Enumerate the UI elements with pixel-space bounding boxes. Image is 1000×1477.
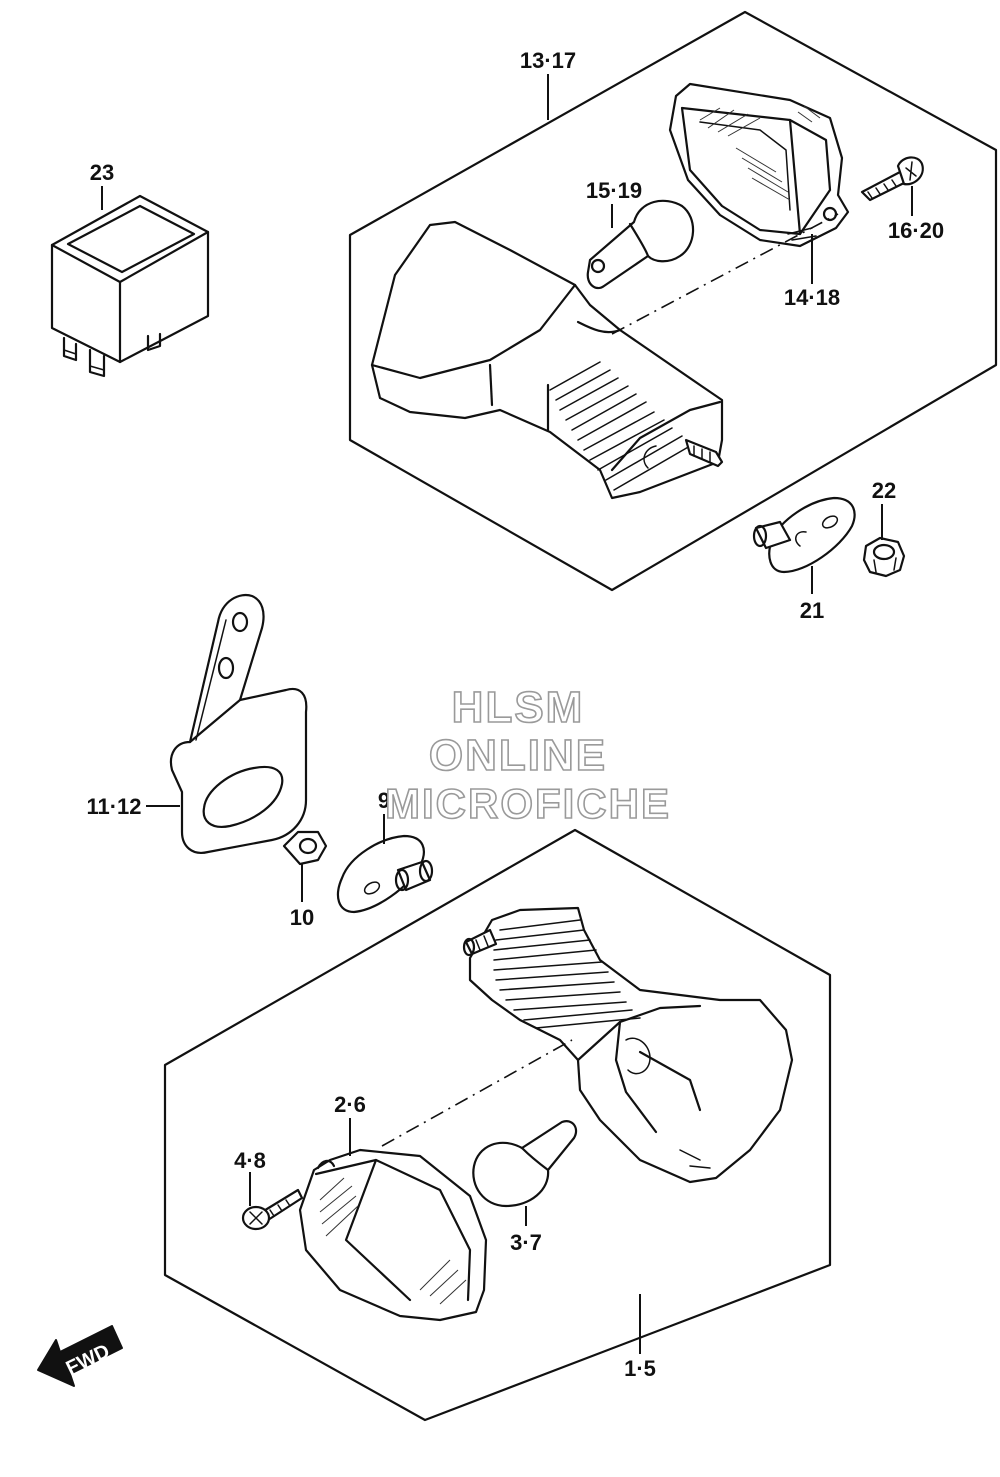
- forward-direction-arrow: FWD: [37, 1325, 123, 1387]
- callout-3-7: 3·7: [510, 1230, 542, 1255]
- front-turn-signal-lens: [298, 1148, 488, 1322]
- callout-23: 23: [90, 160, 114, 185]
- watermark-line-1: HLSM: [452, 683, 585, 732]
- lower-assembly-centerline: [381, 1039, 573, 1147]
- mounting-plate-part-9: [336, 834, 434, 914]
- callout-13-17: 13·17: [520, 48, 576, 73]
- watermark-line-3: MICROFICHE: [385, 780, 671, 827]
- callout-11-12: 11·12: [86, 794, 141, 819]
- upper-assembly-frame: [348, 10, 998, 592]
- rear-lens-screw: [860, 156, 924, 202]
- collar-part-10: [282, 830, 328, 866]
- callout-1-5: 1·5: [624, 1356, 656, 1381]
- callout-22: 22: [872, 478, 896, 503]
- front-signal-bulb: [472, 1120, 578, 1208]
- relay-part-23: [50, 194, 210, 378]
- mounting-plate-part-21: [752, 496, 856, 574]
- lower-assembly-frame: [163, 828, 832, 1422]
- nut-part-22: [862, 536, 906, 578]
- rear-turn-signal-lens: [668, 82, 850, 248]
- watermark-line-2: ONLINE: [429, 731, 607, 780]
- callout-15-19: 15·19: [586, 178, 642, 203]
- rear-turn-signal-housing: [370, 220, 724, 500]
- bracket-part-11-12: [169, 593, 308, 854]
- callout-4-8: 4·8: [234, 1148, 266, 1173]
- front-turn-signal-housing: [462, 906, 794, 1184]
- callout-16-20: 16·20: [888, 218, 944, 243]
- callout-9: 9: [378, 788, 390, 813]
- front-lens-screw: [241, 1188, 304, 1231]
- callout-2-6: 2·6: [334, 1092, 366, 1117]
- callout-14-18: 14·18: [784, 285, 840, 310]
- callout-10: 10: [290, 905, 314, 930]
- rear-signal-bulb: [586, 199, 695, 290]
- callout-21: 21: [800, 598, 824, 623]
